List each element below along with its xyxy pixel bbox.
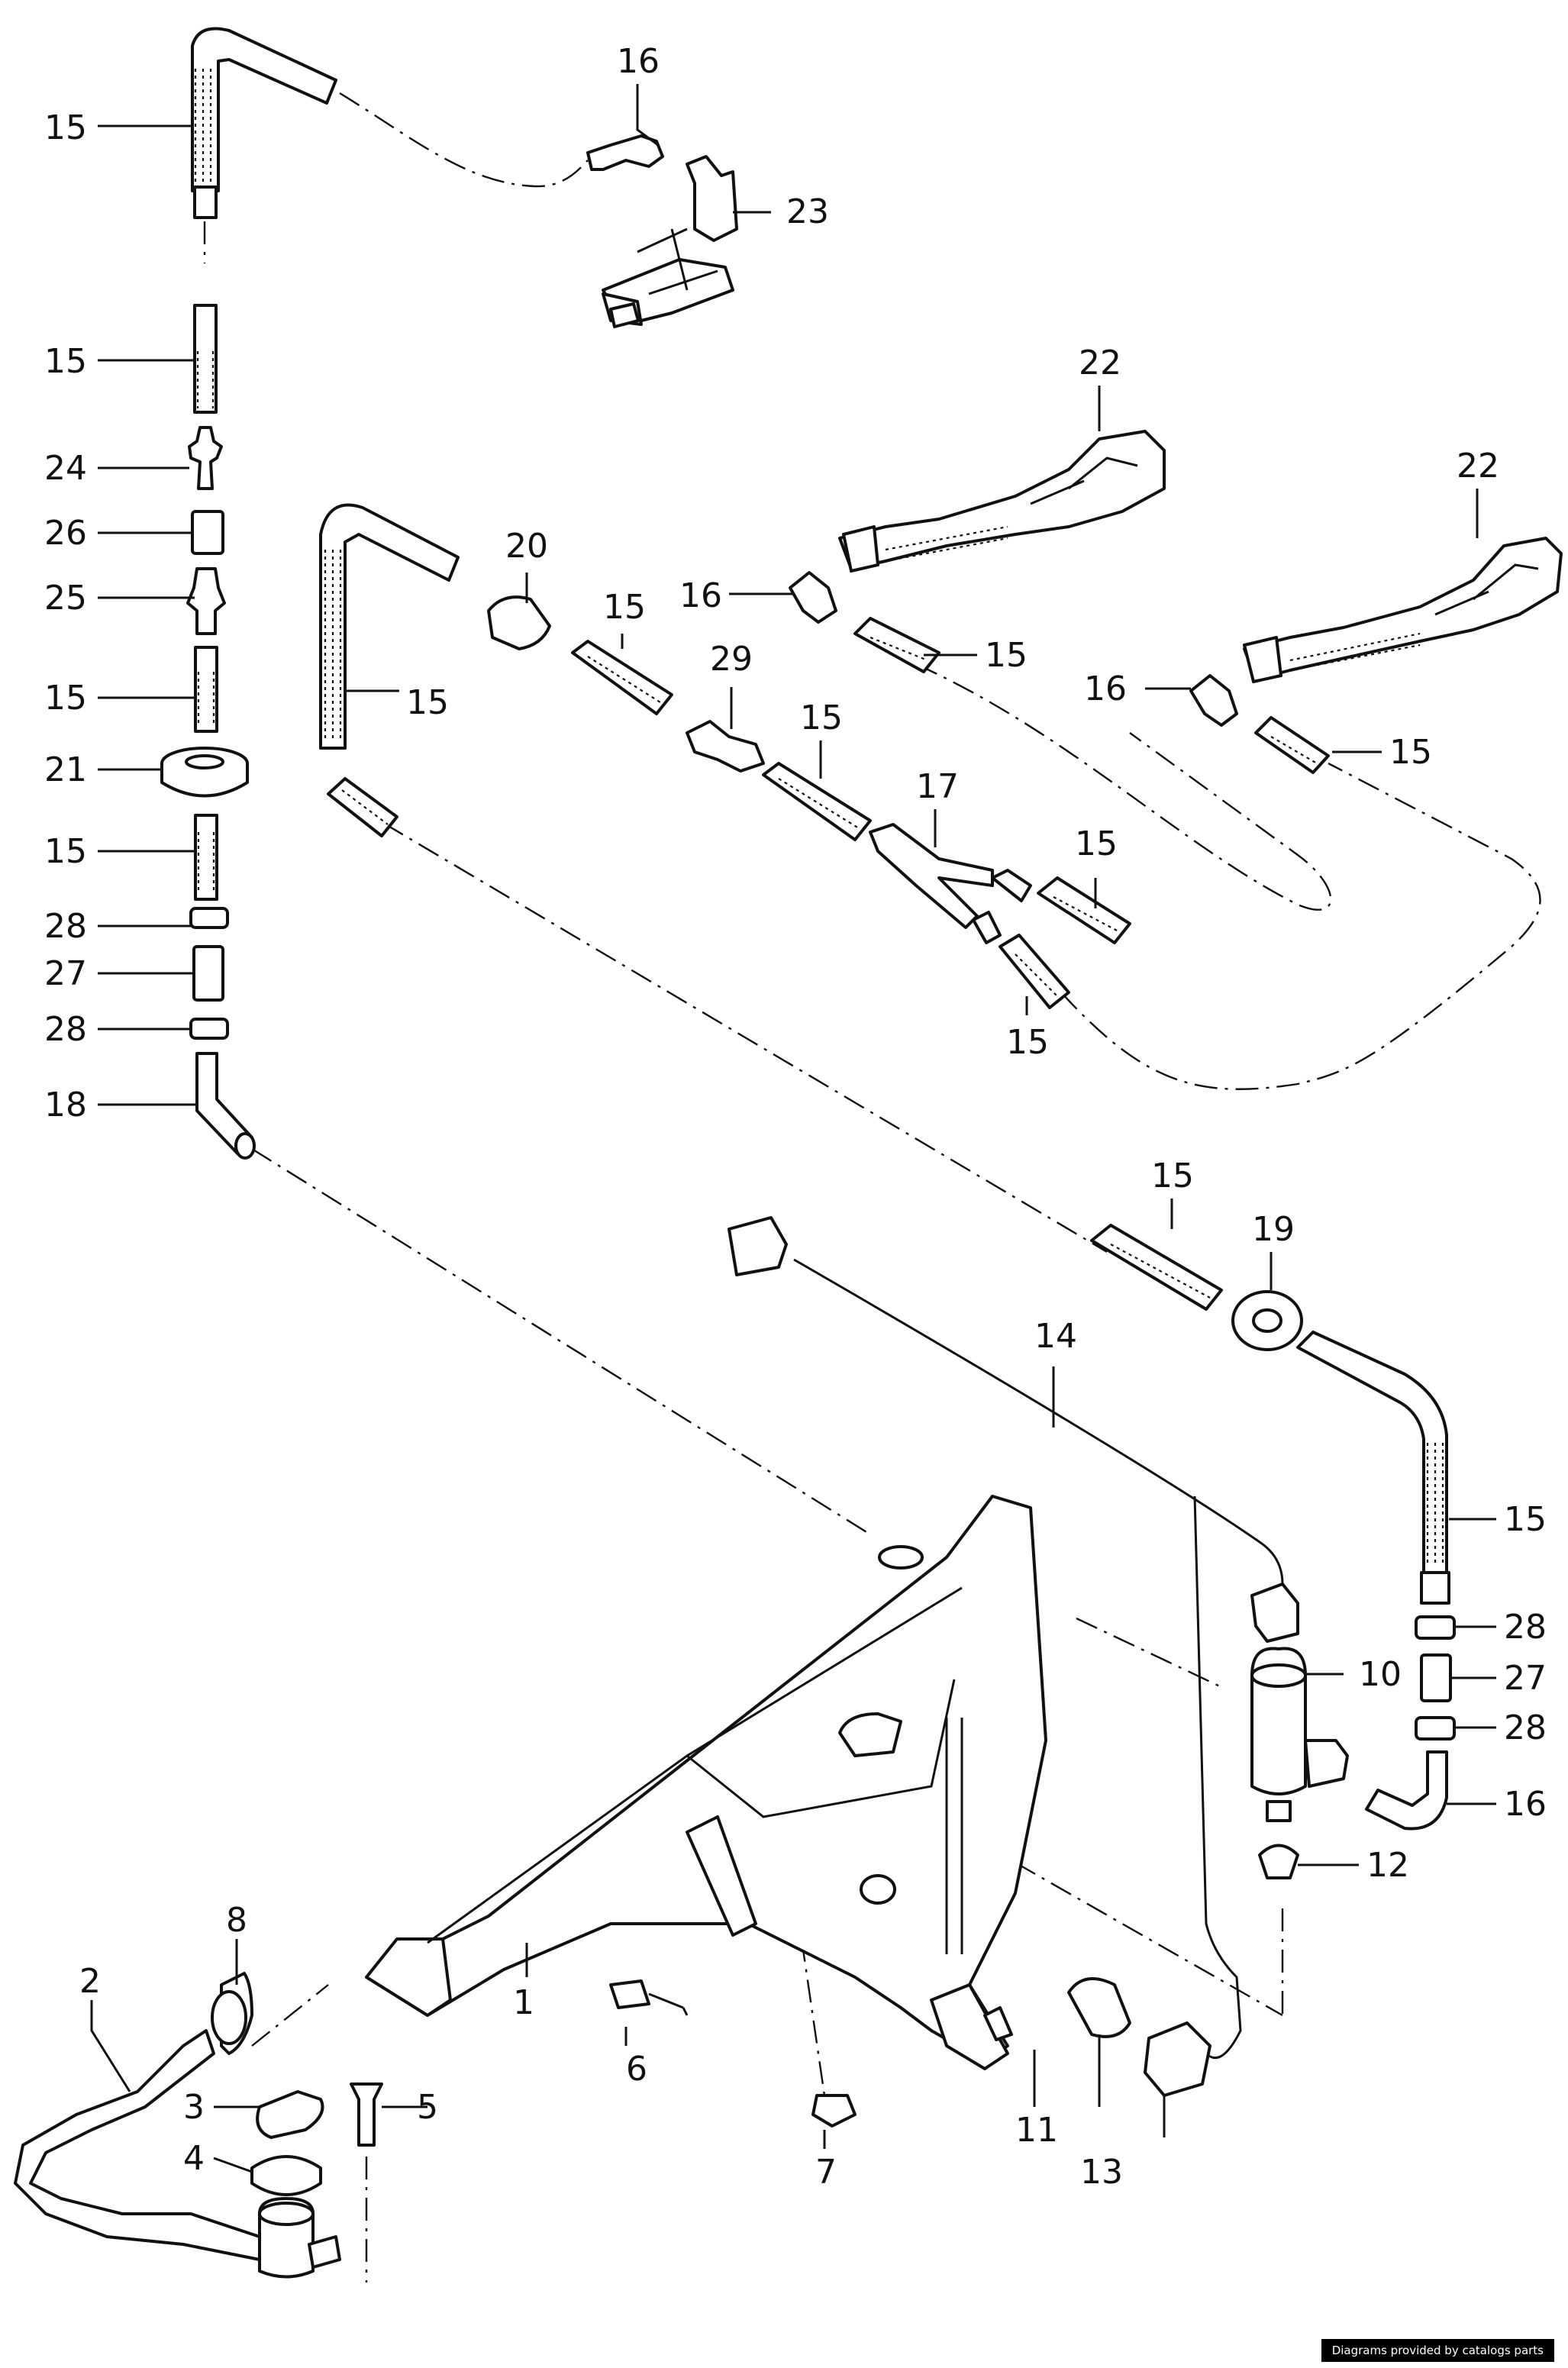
label-11: 11 [1015,2111,1058,2150]
upper-nozzle-assembly [586,134,738,328]
label-16: 16 [617,42,660,81]
routing-lines [203,92,1541,2283]
label-15: 15 [800,698,843,737]
label-15: 15 [985,636,1028,675]
right-hose-and-pump [728,1216,1456,2097]
label-25: 25 [44,579,87,618]
filler-neck-assembly [14,1972,857,2279]
label-15: 15 [1075,824,1118,863]
label-15: 15 [44,832,87,871]
label-28: 28 [1504,1608,1547,1647]
label-18: 18 [44,1086,87,1124]
label-28: 28 [44,1010,87,1049]
credit-badge: Diagrams provided by catalogs parts [1321,2339,1554,2362]
label-24: 24 [44,449,87,488]
label-27: 27 [44,954,87,993]
label-7: 7 [815,2153,837,2192]
label-10: 10 [1359,1655,1402,1694]
label-15: 15 [603,588,646,627]
label-22: 22 [1079,344,1121,382]
label-1: 1 [513,1983,534,2022]
label-3: 3 [183,2088,205,2127]
label-15: 15 [44,108,87,147]
label-4: 4 [183,2139,205,2178]
label-15: 15 [1151,1157,1194,1195]
label-27: 27 [1504,1659,1547,1698]
label-2: 2 [79,1962,101,2001]
headlamp-nozzle-left [838,430,1166,573]
label-15: 15 [44,679,87,718]
label-13: 13 [1080,2153,1123,2192]
washer-reservoir [365,1495,1047,2070]
label-6: 6 [626,2050,647,2089]
label-28: 28 [44,907,87,946]
left-hose-column [160,27,337,1160]
label-17: 17 [916,767,959,806]
leader-lines [90,84,1496,2173]
label-15: 15 [406,683,449,722]
label-20: 20 [505,527,548,566]
label-15: 15 [44,342,87,381]
label-15: 15 [1389,733,1432,772]
label-28: 28 [1504,1708,1547,1747]
label-29: 29 [710,640,753,679]
label-26: 26 [44,514,87,553]
label-16: 16 [1084,669,1127,708]
label-19: 19 [1252,1210,1295,1249]
label-15: 15 [1504,1500,1547,1539]
callout-labels: 15 16 23 15 24 26 25 15 21 15 28 27 28 1… [44,42,1547,2192]
label-12: 12 [1366,1846,1409,1885]
label-16: 16 [1504,1785,1547,1824]
label-8: 8 [226,1901,247,1940]
headlamp-nozzle-right [1243,537,1563,683]
label-16: 16 [679,576,722,615]
middle-hose-assembly [319,503,1330,1009]
label-15: 15 [1006,1023,1049,1062]
label-14: 14 [1034,1317,1077,1356]
label-22: 22 [1457,447,1499,486]
label-23: 23 [786,192,829,231]
label-21: 21 [44,750,87,789]
label-5: 5 [417,2088,438,2127]
